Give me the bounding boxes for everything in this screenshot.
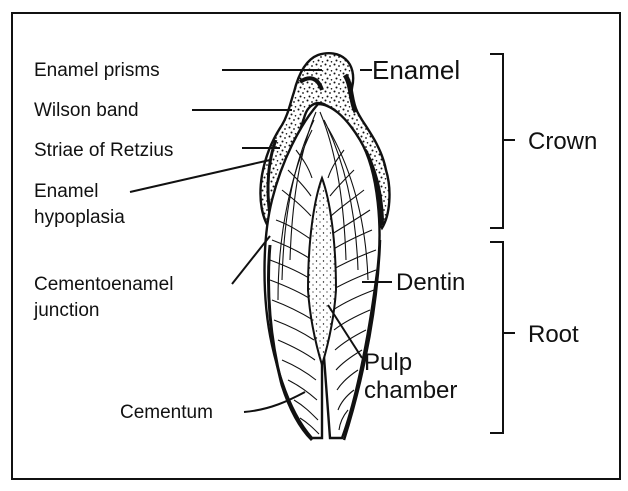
label-wilson-band: Wilson band <box>34 100 139 121</box>
label-cementoenamel-junction-line1: Cementoenamel <box>34 274 173 295</box>
label-enamel-hypoplasia-line1: Enamel <box>34 181 98 202</box>
label-cementoenamel-junction-line2: junction <box>33 300 100 321</box>
label-root: Root <box>528 321 579 348</box>
label-enamel-hypoplasia-line2: hypoplasia <box>34 207 125 228</box>
label-enamel: Enamel <box>372 55 460 85</box>
label-striae-of-retzius: Striae of Retzius <box>34 140 173 161</box>
label-dentin: Dentin <box>396 269 465 296</box>
label-crown: Crown <box>528 128 597 155</box>
label-cementum: Cementum <box>120 402 213 423</box>
label-enamel-prisms: Enamel prisms <box>34 60 160 81</box>
label-pulp-chamber-line2: chamber <box>364 377 457 404</box>
label-pulp-chamber-line1: Pulp <box>364 349 412 376</box>
root-bracket <box>490 242 515 433</box>
crown-bracket <box>490 54 515 228</box>
